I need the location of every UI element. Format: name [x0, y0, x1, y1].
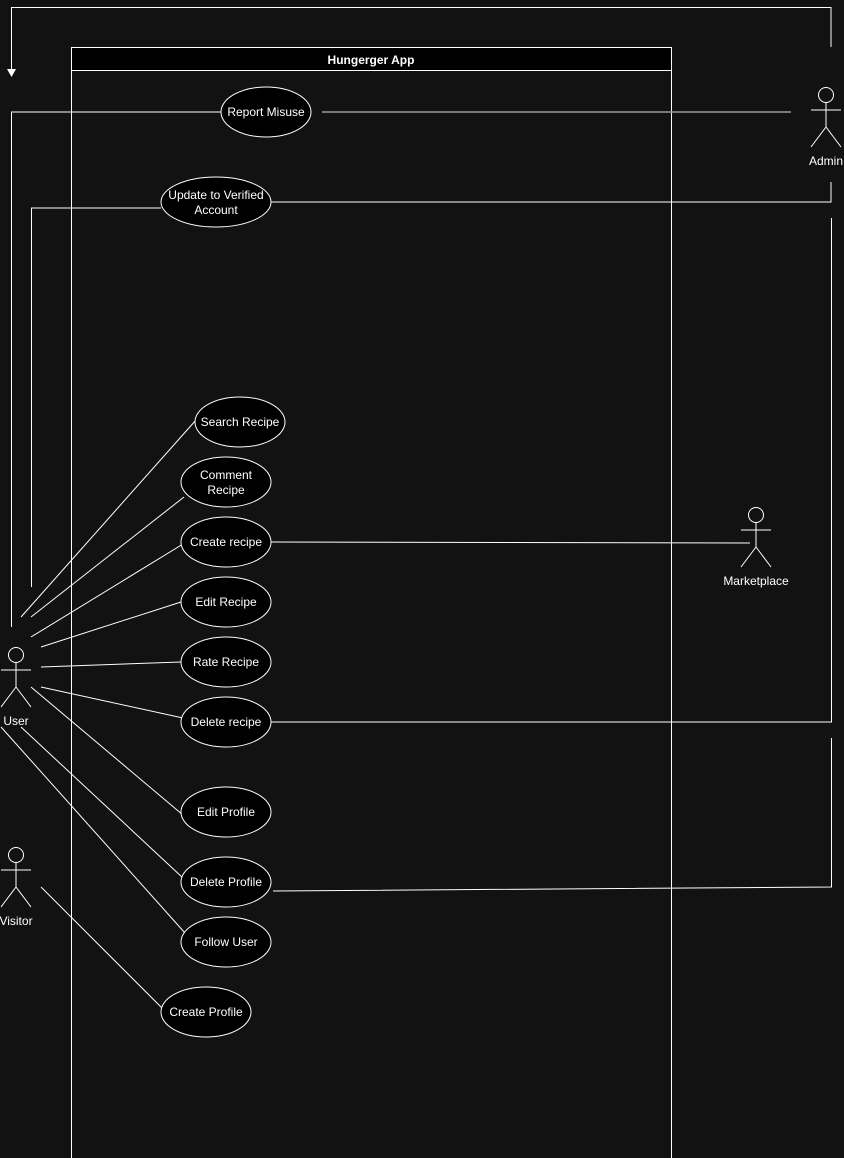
actor-visitor[interactable]: Visitor [0, 847, 33, 929]
use-case-edit-recipe[interactable]: Edit Recipe [180, 576, 272, 628]
actor-user[interactable]: User [0, 647, 32, 729]
use-case-comment-recipe[interactable]: Comment Recipe [180, 456, 272, 508]
create-recipe-marketplace-connector [270, 541, 751, 544]
system-title-bar [71, 47, 672, 71]
use-case-create-recipe[interactable]: Create recipe [180, 516, 272, 568]
update-verified-user-connector [31, 207, 161, 587]
use-case-label: Recipe [207, 483, 245, 497]
actor-marketplace[interactable]: Marketplace [723, 507, 789, 589]
use-case-label: Follow User [194, 935, 257, 949]
stick-figure-icon [810, 87, 842, 148]
use-case-label: Update to Verified [168, 188, 263, 202]
use-case-label: Rate Recipe [193, 655, 259, 669]
user-follow-connector [0, 726, 186, 934]
actor-admin[interactable]: Admin [809, 87, 843, 169]
user-edit-recipe-connector [40, 601, 182, 648]
system-boundary: Hungerger App [71, 47, 672, 1158]
system-boundary-box [71, 47, 672, 1158]
user-edit-profile-connector [30, 686, 184, 816]
user-delete-recipe-connector [40, 686, 184, 719]
stick-figure-icon [740, 507, 772, 568]
use-case-report-misuse[interactable]: Report Misuse [220, 86, 312, 138]
user-comment-connector [30, 496, 185, 618]
admin-loop-connector [11, 7, 832, 70]
use-case-delete-recipe[interactable]: Delete recipe [180, 696, 272, 748]
use-case-rate-recipe[interactable]: Rate Recipe [180, 636, 272, 688]
use-case-label: Edit Profile [197, 805, 255, 819]
use-case-label: Create Profile [169, 1005, 243, 1019]
stick-figure-icon [0, 847, 32, 908]
use-case-label: Create recipe [190, 535, 262, 549]
use-case-label: Edit Recipe [195, 595, 257, 609]
use-case-label: Delete Profile [190, 875, 262, 889]
user-delete-profile-connector [20, 726, 184, 879]
stick-figure-icon [0, 647, 32, 708]
user-create-connector [30, 543, 184, 638]
actor-label: Visitor [0, 914, 33, 928]
use-case-label: Report Misuse [227, 105, 305, 119]
actor-label: Admin [809, 154, 843, 168]
connectors [0, 7, 832, 1009]
user-rate-connector [40, 661, 182, 668]
use-case-update-verified[interactable]: Update to Verified Account [160, 176, 272, 228]
delete-recipe-admin-connector [271, 218, 832, 723]
use-case-follow-user[interactable]: Follow User [180, 916, 272, 968]
delete-profile-admin-connector [272, 738, 832, 892]
actor-label: User [3, 714, 28, 728]
use-case-create-profile[interactable]: Create Profile [160, 986, 252, 1038]
use-case-label: Account [194, 203, 238, 217]
arrow-head-icon [7, 69, 16, 77]
actor-label: Marketplace [723, 574, 789, 588]
report-misuse-user-connector [11, 111, 221, 627]
use-case-label: Comment [200, 468, 253, 482]
use-case-search-recipe[interactable]: Search Recipe [194, 396, 286, 448]
system-title: Hungerger App [328, 53, 415, 67]
use-case-edit-profile[interactable]: Edit Profile [180, 786, 272, 838]
use-cases: Report Misuse Update to Verified Account… [160, 86, 312, 1038]
use-case-label: Search Recipe [201, 415, 280, 429]
use-case-label: Delete recipe [191, 715, 262, 729]
update-verified-admin-connector [271, 182, 832, 203]
user-search-connector [20, 419, 197, 618]
use-case-delete-profile[interactable]: Delete Profile [180, 856, 272, 908]
visitor-create-profile-connector [40, 886, 163, 1009]
